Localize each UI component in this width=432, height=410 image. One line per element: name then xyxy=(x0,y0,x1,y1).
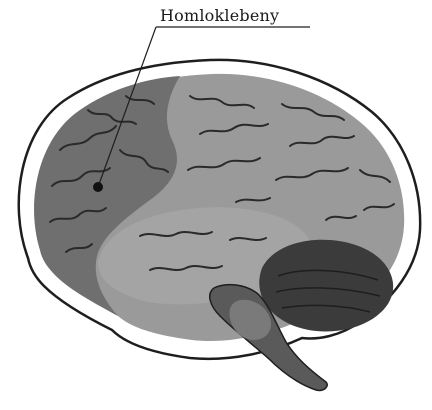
frontal-lobe-label: Homloklebeny xyxy=(160,6,279,25)
cerebellum xyxy=(259,240,393,332)
callout-marker xyxy=(93,182,103,192)
